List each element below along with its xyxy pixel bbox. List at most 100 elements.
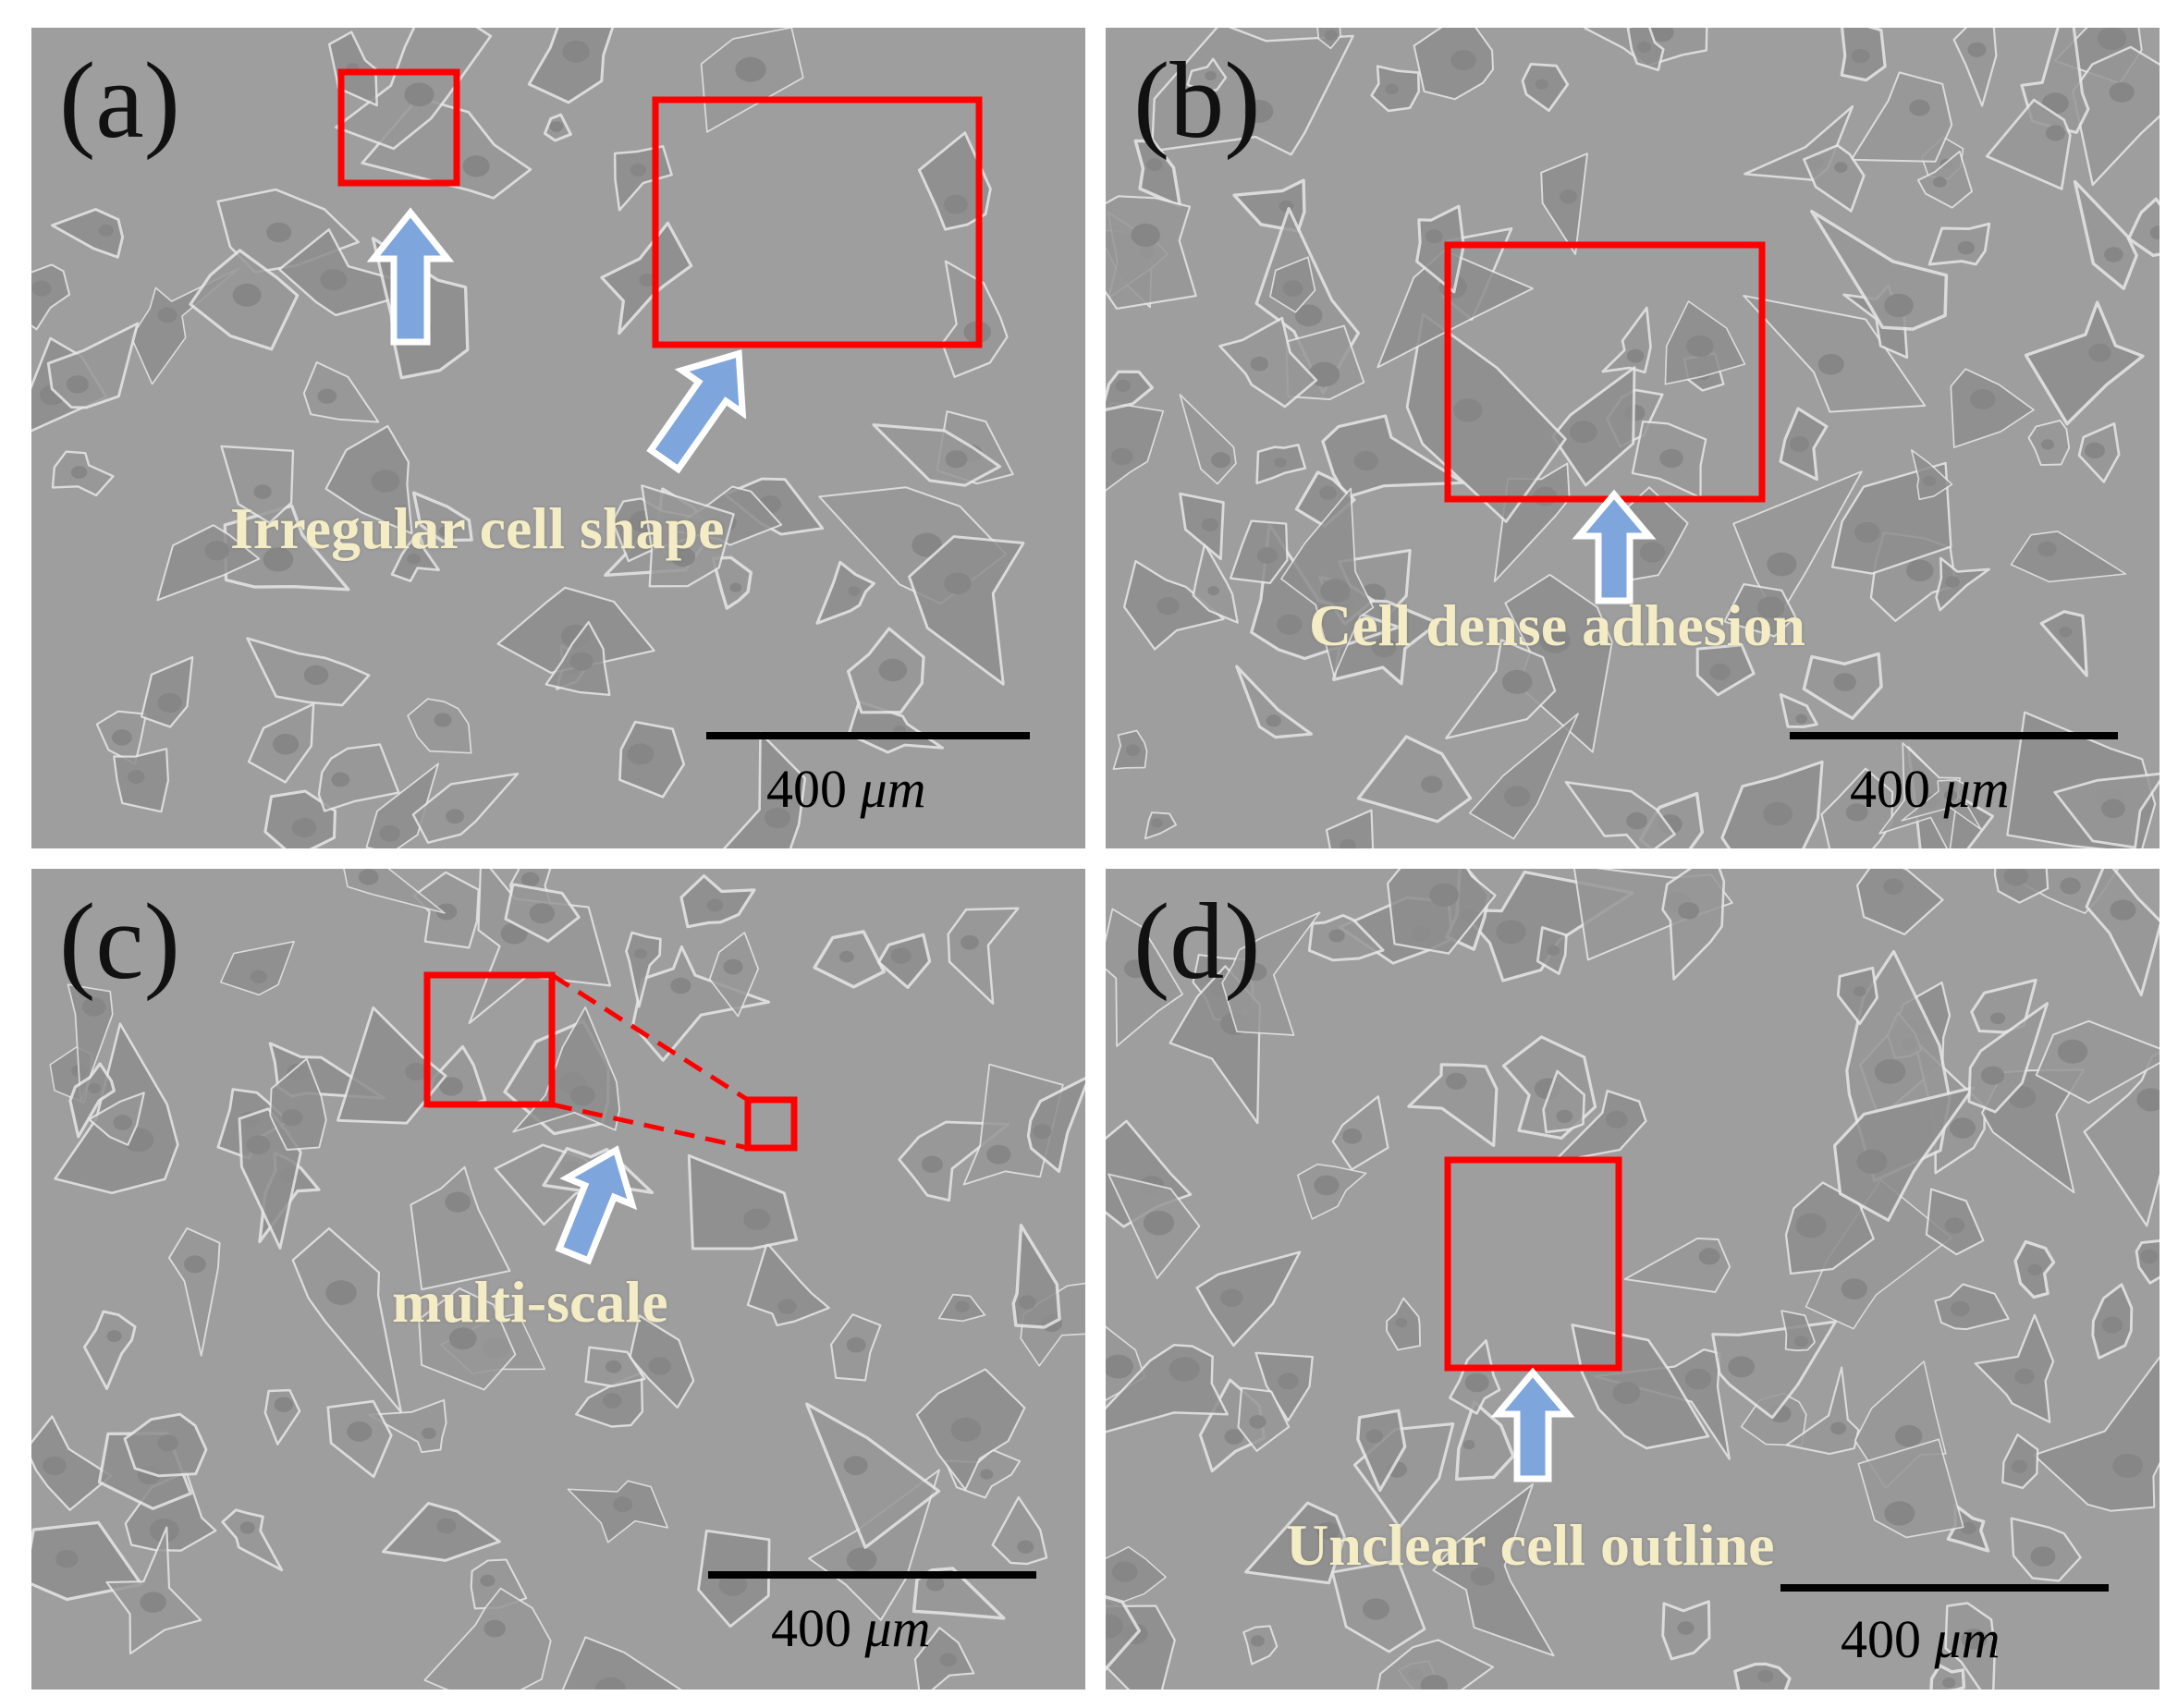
- cell-shape: [269, 1057, 327, 1151]
- cell-shape: [815, 560, 875, 625]
- cell-nucleus: [325, 1280, 357, 1305]
- cell-nucleus: [562, 41, 590, 63]
- cell-nucleus: [1328, 929, 1345, 943]
- cell-nucleus: [1539, 628, 1571, 653]
- cell-nucleus: [1547, 945, 1560, 956]
- cell-shape: [947, 907, 1020, 1005]
- cell-shape: [156, 524, 261, 602]
- cell-nucleus: [2104, 247, 2123, 262]
- cell-shape: [2024, 300, 2145, 426]
- cell-nucleus: [128, 770, 145, 784]
- cell-nucleus: [2011, 1459, 2028, 1473]
- cell-nucleus: [157, 1434, 178, 1452]
- cell-nucleus: [1131, 223, 1160, 247]
- cell-nucleus: [1111, 1561, 1138, 1582]
- cell-nucleus: [438, 526, 453, 537]
- cell-shape: [68, 1062, 116, 1139]
- cell-nucleus: [634, 948, 647, 959]
- cell-shape: [2073, 179, 2138, 290]
- cell-nucleus: [2101, 1316, 2123, 1334]
- cell-shape: [917, 131, 992, 231]
- cell-nucleus: [1340, 839, 1356, 848]
- cell-nucleus: [1535, 79, 1548, 90]
- cell-shape: [1970, 978, 2037, 1034]
- cell-nucleus: [1834, 162, 1848, 173]
- cell-nucleus: [2014, 1368, 2035, 1385]
- cell-nucleus: [1316, 1521, 1340, 1540]
- cell-nucleus: [944, 572, 972, 595]
- cell-nucleus: [1841, 1278, 1867, 1299]
- cell-shape: [411, 773, 520, 844]
- cell-nucleus: [1244, 963, 1267, 982]
- cell-shape: [2085, 869, 2160, 997]
- micrograph-c: [31, 869, 1085, 1690]
- cell-nucleus: [1256, 547, 1278, 564]
- scale-bar-d: [1780, 1584, 2109, 1592]
- cell-shape: [625, 931, 662, 1008]
- cell-nucleus: [445, 1191, 471, 1213]
- cell-nucleus: [1371, 637, 1397, 658]
- cell-nucleus: [1470, 1567, 1495, 1586]
- cell-shape: [1552, 1090, 1647, 1164]
- cell-shape: [567, 1480, 668, 1543]
- cell-shape: [1377, 250, 1534, 369]
- cell-nucleus: [405, 1062, 428, 1081]
- cell-nucleus: [106, 1330, 122, 1343]
- cell-nucleus: [2100, 799, 2125, 819]
- panel-label-b: (b): [1133, 40, 1261, 161]
- cell-nucleus: [273, 733, 300, 755]
- cell-shape: [711, 555, 753, 610]
- cell-shape: [1195, 1250, 1302, 1348]
- cell-nucleus: [266, 222, 292, 243]
- cell-shape: [908, 535, 1025, 686]
- highlight-box: [652, 96, 983, 348]
- panel-a: (a) Irregular cell shape 400 μm: [31, 28, 1085, 848]
- cell-nucleus: [1884, 293, 1914, 318]
- cell-nucleus: [320, 269, 348, 291]
- cell-nucleus: [1789, 435, 1809, 452]
- panel-b: (b) Cell dense adhesion 400 μm: [1106, 28, 2160, 848]
- cell-nucleus: [1169, 1357, 1200, 1382]
- cell-nucleus: [1274, 458, 1287, 468]
- cell-shape: [1468, 713, 1579, 840]
- cell-nucleus: [149, 1519, 179, 1543]
- cell-shape: [124, 1470, 217, 1552]
- cell-nucleus: [1895, 1424, 1923, 1447]
- cell-nucleus: [1626, 811, 1647, 830]
- arrow-up-icon: [366, 207, 455, 346]
- cell-shape: [1026, 1076, 1085, 1174]
- cell-shape: [1850, 71, 1953, 163]
- annotation-layer-b: [1444, 241, 1766, 604]
- cell-nucleus: [1728, 1356, 1755, 1378]
- cell-shape: [1432, 1482, 1555, 1657]
- cell-nucleus: [613, 1496, 633, 1513]
- cell-shape: [317, 743, 400, 812]
- cell-shape: [423, 1587, 552, 1690]
- cell-nucleus: [1853, 986, 1866, 997]
- cell-nucleus: [1353, 451, 1378, 470]
- cell-shape: [561, 1636, 682, 1690]
- cell-nucleus: [1450, 50, 1476, 71]
- cell-nucleus: [358, 869, 379, 885]
- cell-nucleus: [2140, 1249, 2159, 1264]
- arrow-up-icon: [1490, 1367, 1575, 1482]
- highlight-box: [744, 1096, 798, 1152]
- cell-nucleus: [1883, 878, 1904, 895]
- cell-nucleus: [1123, 959, 1147, 979]
- cell-nucleus: [1210, 452, 1231, 469]
- cell-shape: [1106, 370, 1154, 412]
- highlight-box: [1444, 1156, 1622, 1372]
- cell-nucleus: [1709, 664, 1731, 680]
- cell-nucleus: [912, 532, 942, 557]
- cell-shape: [1192, 543, 1239, 624]
- cell-nucleus: [843, 1456, 868, 1476]
- cell-shape: [1571, 1324, 1710, 1450]
- cell-shape: [1542, 1069, 1585, 1134]
- panel-label-a: (a): [59, 40, 180, 161]
- cell-nucleus: [520, 872, 540, 887]
- cell-nucleus: [1943, 789, 1958, 801]
- cell-nucleus: [31, 280, 52, 297]
- cell-shape: [805, 1402, 941, 1549]
- cell-nucleus: [1266, 714, 1281, 727]
- cell-nucleus: [1425, 229, 1443, 244]
